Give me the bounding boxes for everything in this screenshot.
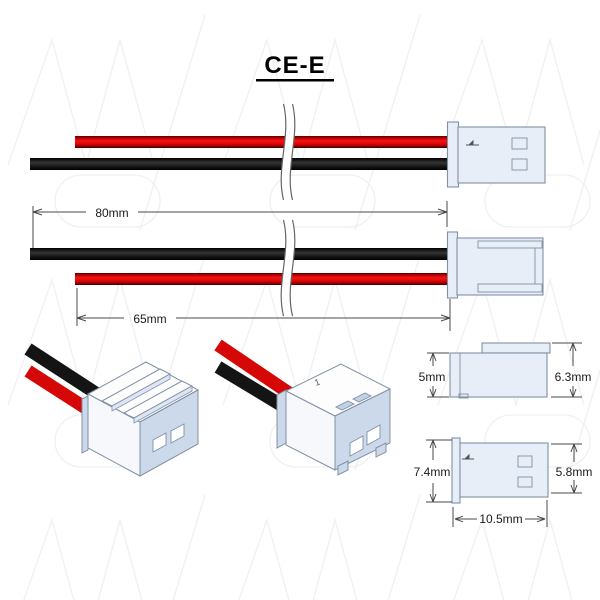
contact-holes-top [334, 392, 373, 411]
connector-housing-front-side [446, 121, 546, 188]
dim5mm-label: 5mm [419, 370, 446, 384]
contact-window-2 [517, 476, 533, 488]
black-wire-iso2 [214, 361, 285, 411]
bottom-notch [458, 393, 469, 399]
dimension-5-8mm: 5.8mm [551, 443, 593, 494]
dimension-5mm: 5mm [419, 352, 449, 398]
part-number-title: CE-E [264, 52, 325, 79]
dimension-80mm: 80mm [32, 201, 448, 250]
dim80-label: 80mm [95, 206, 128, 220]
housing-body [459, 442, 549, 498]
housing-body [449, 352, 548, 398]
housing-body [457, 126, 546, 184]
connector-isometric-front-view: 1 [214, 339, 392, 476]
red-wire-top [75, 136, 450, 148]
dimension-10-5mm: 10.5mm [452, 500, 548, 527]
title-underline [256, 79, 334, 82]
connector-isometric-rear-view [24, 343, 200, 477]
wire-entry-flange [276, 389, 287, 449]
wire-break-symbol-top [280, 102, 296, 202]
dimension-7-4mm: 7.4mm [414, 439, 452, 503]
dim6-3mm-label: 6.3mm [555, 370, 592, 384]
diagram-title: CE-E [256, 52, 334, 82]
wire-entry-flange [81, 395, 89, 454]
contact-holes-iso1 [152, 423, 185, 453]
dimension-65mm: 65mm [76, 288, 451, 331]
dim80-arrowheads [32, 208, 448, 216]
housing-flange [446, 231, 459, 299]
cable-assembly-top-view [30, 102, 546, 202]
dimension-6-3mm: 6.3mm [551, 342, 592, 398]
cable-assembly-bottom-view [30, 218, 544, 318]
connector-housing-rear-side [446, 231, 544, 299]
contact-window-1 [511, 137, 528, 150]
red-wire-iso2 [214, 339, 296, 401]
dim10-5mm-label: 10.5mm [479, 512, 522, 526]
pin1-indicator-icon [462, 453, 474, 460]
housing-profile-top: 5mm 6.3mm [419, 342, 592, 399]
black-wire-bottom [30, 248, 450, 260]
housing-body [456, 237, 544, 296]
latch-rails [100, 368, 194, 424]
housing-profile-bottom: 7.4mm 5.8mm 10.5mm [414, 437, 593, 527]
contact-window-1 [517, 455, 533, 468]
wire-break-symbol-bottom [280, 218, 296, 318]
latch-tab [481, 342, 551, 354]
dim7-4mm-label: 7.4mm [414, 465, 451, 479]
housing-flange [451, 437, 461, 504]
latch-groove-bottom [477, 283, 543, 293]
housing-flange [446, 121, 460, 188]
contact-window-2 [511, 158, 528, 171]
dim5-8mm-label: 5.8mm [556, 465, 593, 479]
latch-groove-top [477, 240, 543, 249]
pin1-indicator-icon [466, 139, 479, 146]
pin1-number-marking: 1 [313, 377, 321, 388]
housing-right-face [139, 389, 199, 477]
dim65-arrowheads [76, 314, 451, 322]
dim65-label: 65mm [133, 312, 166, 326]
red-wire-bottom [75, 273, 450, 285]
mounting-feet [337, 442, 387, 476]
contact-holes-front [349, 424, 381, 457]
black-wire-top [30, 158, 450, 170]
